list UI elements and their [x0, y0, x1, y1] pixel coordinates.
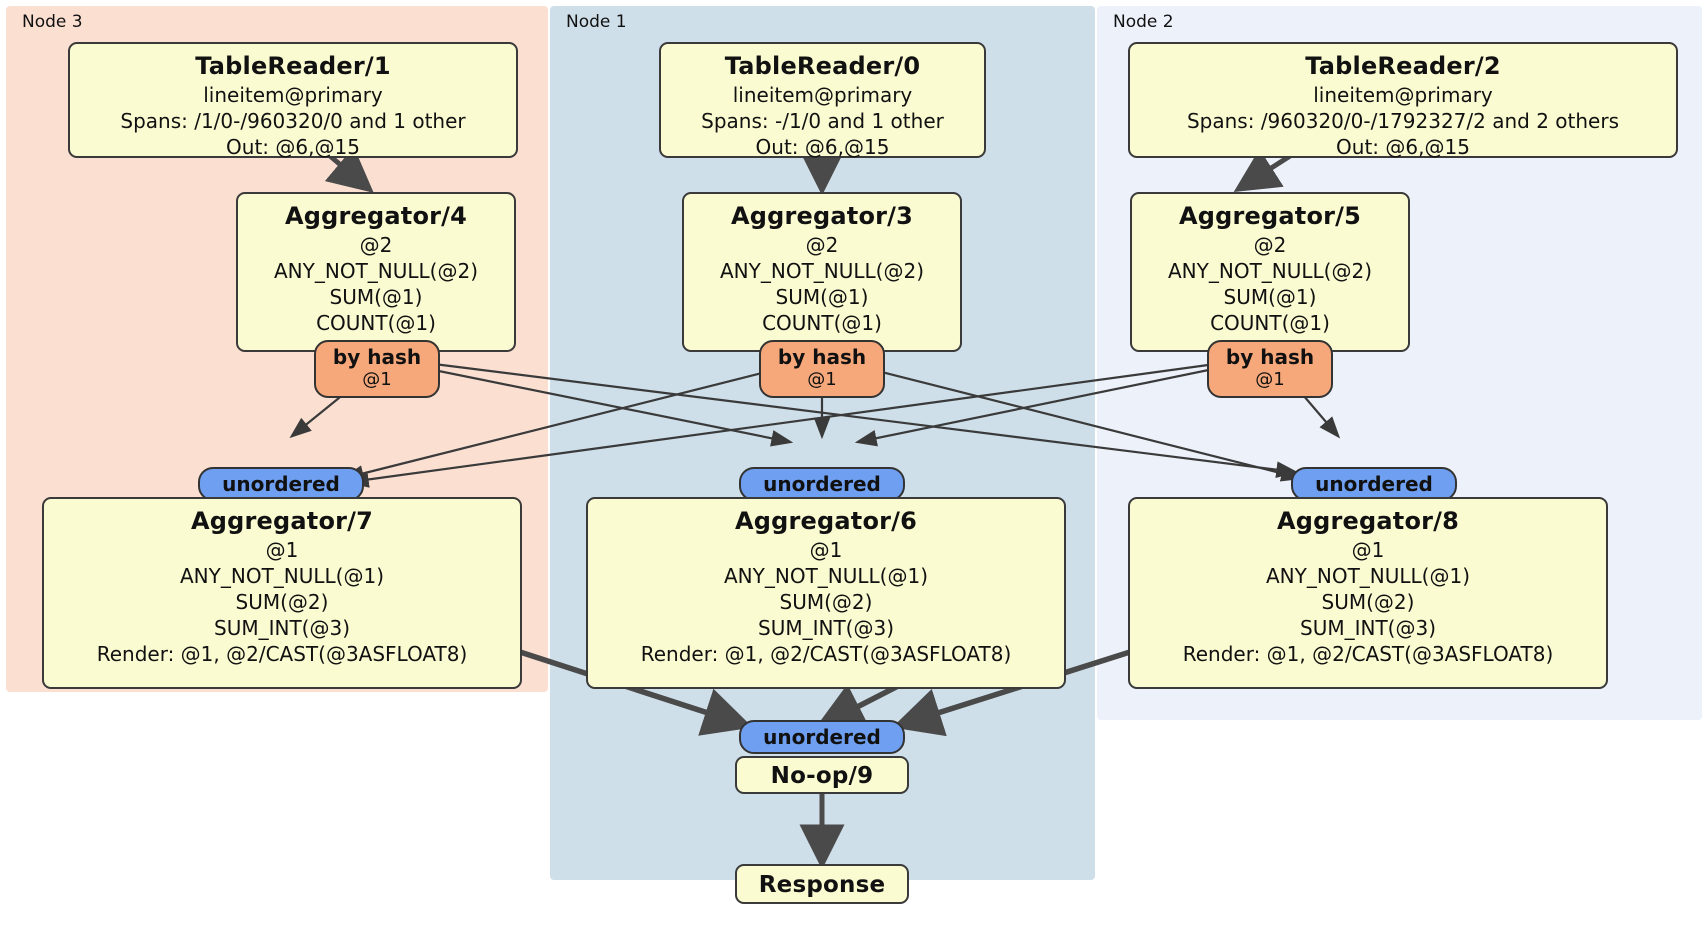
processor-line: COUNT(@1): [316, 311, 436, 335]
edge-tr2-agg5: [1233, 148, 1292, 193]
node-panel-label-node2: Node 2: [1113, 12, 1174, 32]
processor-line: ANY_NOT_NULL(@1): [180, 564, 384, 588]
processor-box-aggregator-4[interactable]: Aggregator/4 @2 ANY_NOT_NULL(@2) SUM(@1)…: [236, 192, 516, 352]
processor-title: Aggregator/6: [734, 507, 918, 535]
processor-box-tablereader-2[interactable]: TableReader/2 lineitem@primary Spans: /9…: [1128, 42, 1678, 159]
router-by-hash-left[interactable]: by hash @1: [314, 340, 440, 398]
processor-line: @2: [359, 233, 393, 257]
processor-title: TableReader/2: [1305, 52, 1501, 80]
edge-hashM-unordL: [341, 364, 791, 482]
processor-line: @1: [1351, 538, 1385, 562]
processor-line: @1: [265, 538, 299, 562]
processor-line: COUNT(@1): [762, 311, 882, 335]
edge-hashR-unordM: [854, 364, 1229, 447]
router-sublabel: @1: [807, 369, 837, 390]
processor-box-aggregator-8[interactable]: Aggregator/8 @1 ANY_NOT_NULL(@1) SUM(@2)…: [1128, 497, 1608, 689]
processor-line: Out: @6,@15: [226, 135, 360, 159]
processor-line: ANY_NOT_NULL(@1): [1266, 564, 1470, 588]
processor-line: Render: @1, @2/CAST(@3ASFLOAT8): [1182, 642, 1554, 666]
processor-line: Render: @1, @2/CAST(@3ASFLOAT8): [640, 642, 1012, 666]
processor-box-aggregator-5[interactable]: Aggregator/5 @2 ANY_NOT_NULL(@2) SUM(@1)…: [1130, 192, 1410, 352]
edge-hashR-unordL: [346, 360, 1231, 488]
sync-unordered-final[interactable]: unordered: [739, 720, 905, 754]
processor-box-response[interactable]: Response: [735, 864, 909, 904]
sync-unordered-left[interactable]: unordered: [198, 467, 364, 501]
processor-box-aggregator-3[interactable]: Aggregator/3 @2 ANY_NOT_NULL(@2) SUM(@1)…: [682, 192, 962, 352]
processor-line: lineitem@primary: [1313, 83, 1493, 107]
router-label: by hash: [1225, 345, 1315, 369]
processor-line: @2: [1253, 233, 1287, 257]
processor-line: Out: @6,@15: [1336, 135, 1470, 159]
processor-box-tablereader-0[interactable]: TableReader/0 lineitem@primary Spans: -/…: [659, 42, 986, 159]
processor-line: SUM_INT(@3): [758, 616, 894, 640]
processor-line: SUM_INT(@3): [214, 616, 350, 640]
edge-hashL-unordM: [413, 364, 794, 447]
processor-title: Aggregator/3: [730, 202, 914, 230]
processor-box-aggregator-7[interactable]: Aggregator/7 @1 ANY_NOT_NULL(@1) SUM(@2)…: [42, 497, 522, 689]
processor-line: SUM(@1): [329, 285, 423, 309]
edge-tr1-agg4: [324, 146, 374, 193]
processor-line: Render: @1, @2/CAST(@3ASFLOAT8): [96, 642, 468, 666]
processor-title: TableReader/0: [724, 52, 921, 80]
processor-box-noop-9[interactable]: No-op/9: [735, 756, 909, 794]
edge-hashL-unordR: [417, 360, 1299, 478]
processor-line: ANY_NOT_NULL(@2): [274, 259, 478, 283]
sync-label: unordered: [763, 725, 881, 749]
sync-label: unordered: [222, 472, 340, 496]
processor-line: SUM(@2): [235, 590, 329, 614]
processor-line: ANY_NOT_NULL(@2): [720, 259, 924, 283]
router-label: by hash: [777, 345, 867, 369]
processor-line: @1: [809, 538, 843, 562]
processor-title: Response: [758, 872, 886, 898]
node-panel-label-node1: Node 1: [566, 12, 627, 32]
processor-line: ANY_NOT_NULL(@2): [1168, 259, 1372, 283]
processor-line: SUM(@2): [1321, 590, 1415, 614]
processor-line: SUM(@1): [775, 285, 869, 309]
processor-line: ANY_NOT_NULL(@1): [724, 564, 928, 588]
processor-line: SUM(@2): [779, 590, 873, 614]
processor-title: Aggregator/8: [1276, 507, 1460, 535]
processor-line: Spans: /1/0-/960320/0 and 1 other: [120, 109, 466, 133]
processor-title: Aggregator/4: [284, 202, 468, 230]
processor-title: Aggregator/5: [1178, 202, 1362, 230]
edge-agg6-final: [814, 682, 902, 729]
processor-title: TableReader/1: [195, 52, 391, 80]
router-by-hash-right[interactable]: by hash @1: [1207, 340, 1333, 398]
processor-title: No-op/9: [770, 763, 874, 789]
processor-line: COUNT(@1): [1210, 311, 1330, 335]
processor-box-aggregator-6[interactable]: Aggregator/6 @1 ANY_NOT_NULL(@1) SUM(@2)…: [586, 497, 1066, 689]
router-by-hash-mid[interactable]: by hash @1: [759, 340, 885, 398]
sync-unordered-mid[interactable]: unordered: [739, 467, 905, 501]
processor-title: Aggregator/7: [190, 507, 374, 535]
processor-line: Out: @6,@15: [755, 135, 890, 159]
processor-line: lineitem@primary: [732, 83, 913, 107]
node-panel-label-node3: Node 3: [22, 12, 83, 32]
processor-line: lineitem@primary: [203, 83, 383, 107]
edge-hashM-unordR: [857, 364, 1304, 482]
processor-line: Spans: -/1/0 and 1 other: [701, 109, 944, 133]
sync-label: unordered: [1315, 472, 1433, 496]
processor-line: SUM_INT(@3): [1300, 616, 1436, 640]
sync-unordered-right[interactable]: unordered: [1291, 467, 1457, 501]
processor-line: SUM(@1): [1223, 285, 1317, 309]
router-sublabel: @1: [362, 369, 392, 390]
processor-line: @2: [805, 233, 839, 257]
processor-line: Spans: /960320/0-/1792327/2 and 2 others: [1186, 109, 1619, 133]
sync-label: unordered: [763, 472, 881, 496]
processor-box-tablereader-1[interactable]: TableReader/1 lineitem@primary Spans: /1…: [68, 42, 518, 159]
router-sublabel: @1: [1255, 369, 1285, 390]
router-label: by hash: [332, 345, 422, 369]
